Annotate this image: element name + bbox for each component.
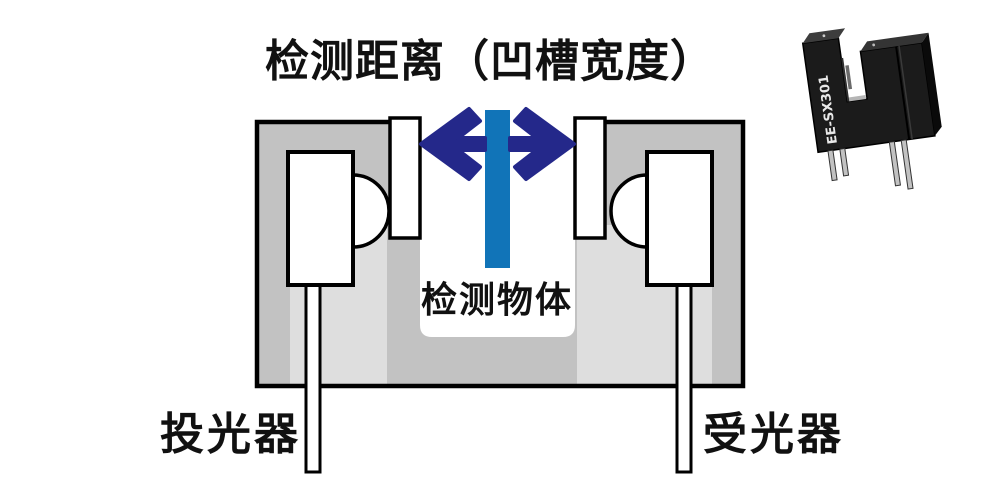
receiver-body <box>645 150 714 287</box>
distance-arrow-right <box>508 107 576 181</box>
slot-window-right <box>573 116 607 240</box>
receiver-lens <box>609 173 649 249</box>
photo-pin-2 <box>839 147 850 177</box>
distance-arrow-left <box>419 107 487 181</box>
photo-slot-floor-glint <box>847 95 867 102</box>
receiver-label: 受光器 <box>703 409 844 460</box>
receiver-pin <box>675 281 693 474</box>
detection-object-label: 检测物体 <box>420 280 574 321</box>
emitter-lens <box>351 173 391 249</box>
emitter-body <box>286 150 355 287</box>
photo-top-face-right <box>860 32 929 52</box>
emitter-label: 投光器 <box>160 409 301 460</box>
emitter-pin <box>304 281 322 474</box>
photo-pin-1 <box>827 149 838 182</box>
photo-groove-line <box>895 46 911 140</box>
product-photo: EE-SX301 <box>801 28 942 190</box>
photo-pin-4 <box>900 139 914 190</box>
photo-top-mark-2 <box>872 43 876 47</box>
photo-top-mark-1 <box>822 34 826 38</box>
photo-pin-3 <box>888 140 901 187</box>
photo-slot-wall <box>841 57 850 102</box>
slot-window-left <box>388 116 422 240</box>
detection-distance-title: 检测距离（凹槽宽度） <box>265 36 715 87</box>
photo-slot-glint <box>845 65 853 90</box>
housing-border <box>254 119 746 389</box>
photo-groove-highlight <box>898 45 913 140</box>
detection-object-bar <box>485 110 510 268</box>
photo-side-face <box>921 32 942 136</box>
